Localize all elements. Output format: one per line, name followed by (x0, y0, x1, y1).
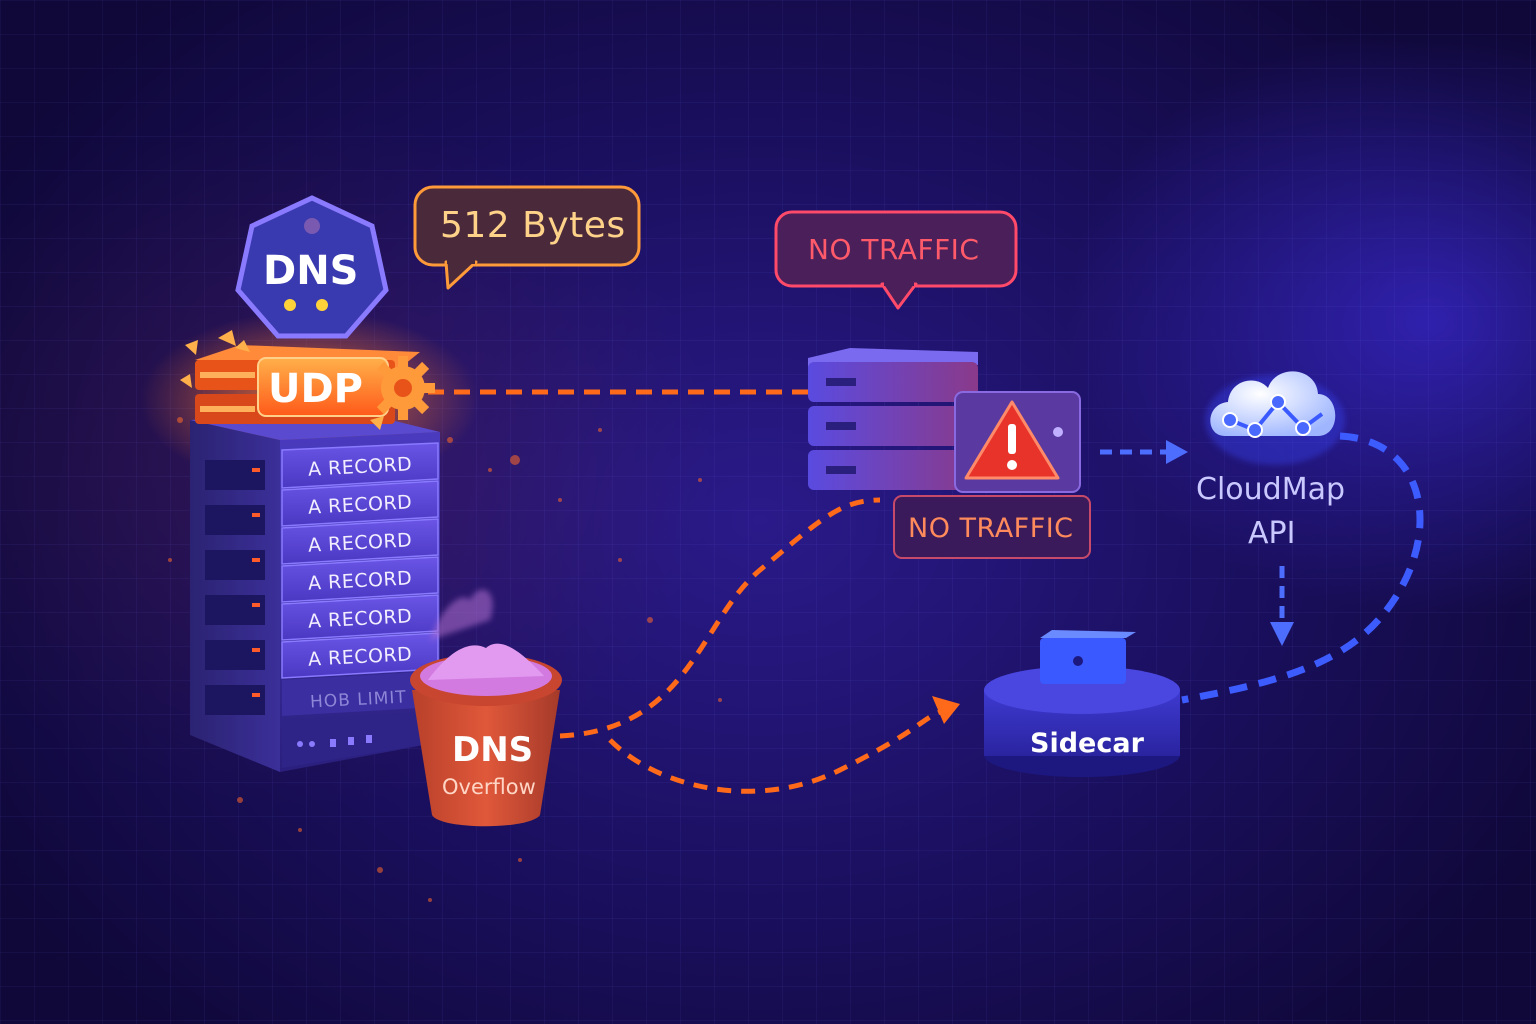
no-traffic-bubble (774, 210, 1018, 310)
warning-icon (964, 400, 1060, 480)
overflow-title: DNS (452, 730, 534, 770)
bytes-label: 512 Bytes (440, 205, 626, 246)
no-traffic-tag (893, 495, 1091, 559)
overflow-to-server-link (559, 497, 881, 739)
overflow-subtitle: Overflow (442, 775, 536, 799)
udp-label: UDP (268, 366, 363, 412)
record-slots (281, 442, 439, 679)
cloudmap-loop-link (1181, 432, 1424, 704)
no-traffic-bubble-label: NO TRAFFIC (808, 233, 980, 266)
blue-arrowhead-right (1166, 440, 1188, 464)
blue-arrowhead-down (1270, 622, 1294, 646)
overflow-to-sidecar-link (608, 709, 941, 794)
cloud-icon (1205, 371, 1345, 465)
dns-badge (235, 195, 389, 339)
cloudmap-subtitle: API (1248, 516, 1296, 551)
no-traffic-tag-label: NO TRAFFIC (908, 513, 1074, 544)
sidecar-label: Sidecar (1030, 728, 1144, 759)
dns-badge-label: DNS (263, 248, 359, 294)
size-bubble (413, 185, 641, 290)
gear-icon (376, 356, 435, 420)
overflow-bucket (410, 589, 562, 827)
orange-arrowhead (932, 696, 960, 724)
cloudmap-title: CloudMap (1196, 472, 1346, 507)
udp-block (195, 345, 420, 424)
sidecar-node (984, 630, 1180, 777)
